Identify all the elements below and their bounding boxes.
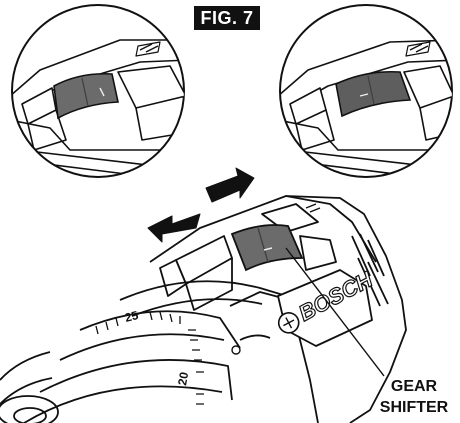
drill-body <box>0 195 407 423</box>
arrow-left-icon <box>147 213 201 243</box>
detail-circle-right <box>279 4 453 178</box>
callout-gear: GEAR <box>390 378 438 395</box>
detail-circle-left <box>11 4 185 178</box>
callout-shifter: SHIFTER <box>379 399 449 416</box>
callout-leader-line <box>285 247 385 377</box>
figure-label: FIG. 7 <box>194 6 260 30</box>
speed-mark-top: 25 <box>123 308 140 325</box>
torque-ring-ticks <box>95 311 204 405</box>
direction-arrows <box>147 167 255 243</box>
gear-shifter-main <box>230 224 304 272</box>
gear-shifter-low <box>53 72 119 120</box>
speed-mark-bottom: 20 <box>175 371 191 387</box>
gear-shifter-high <box>335 70 412 118</box>
arrow-right-icon <box>205 167 255 203</box>
